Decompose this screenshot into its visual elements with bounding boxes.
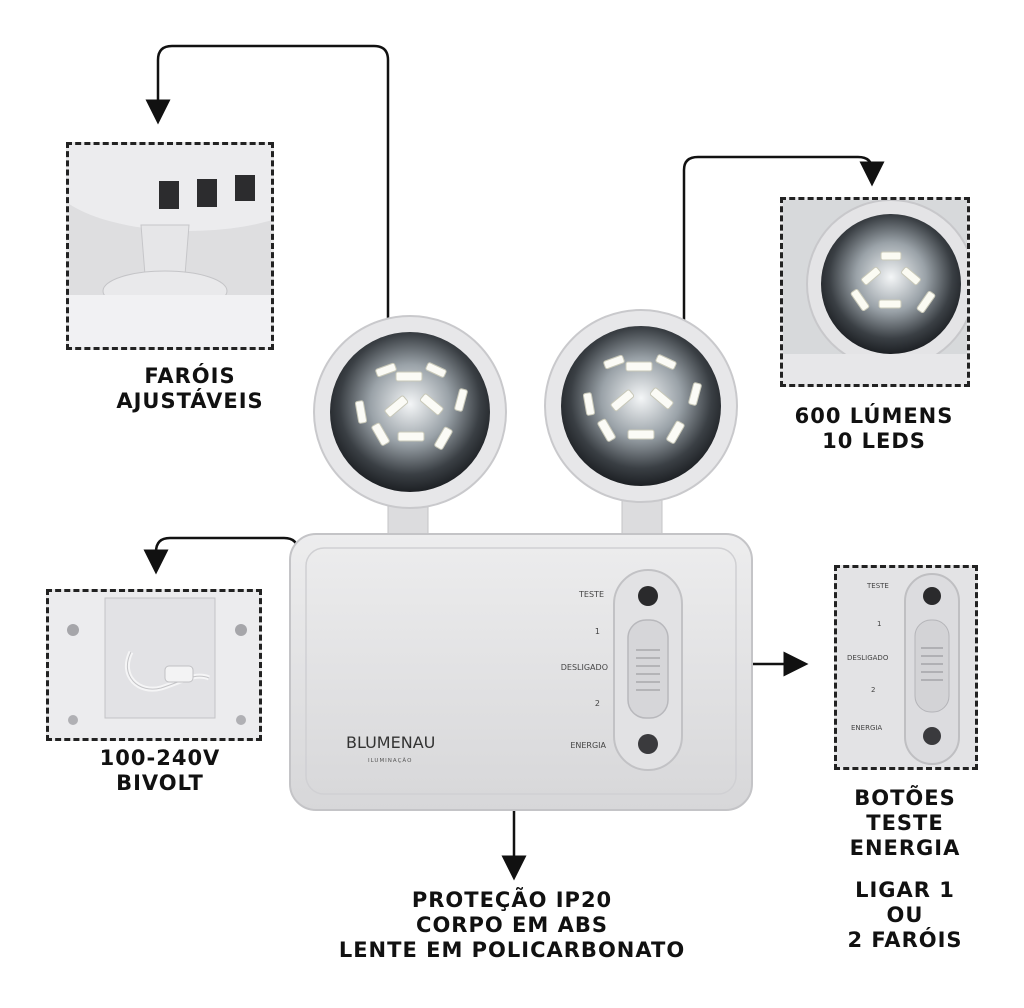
arrow-adjustable <box>145 44 390 320</box>
label-two: 2 <box>595 699 600 708</box>
right-lamp-head <box>544 309 738 503</box>
callout-buttons-line2: TESTE <box>866 810 944 835</box>
callout-adjustable-line2: AJUSTÁVEIS <box>116 388 264 413</box>
inset-label-teste: TESTE <box>866 582 889 590</box>
inset-label-desligado: DESLIGADO <box>847 654 889 662</box>
left-lamp-head <box>313 315 507 509</box>
label-desligado: DESLIGADO <box>561 663 608 672</box>
inset-leds <box>780 197 970 387</box>
inset-label-one: 1 <box>877 620 881 628</box>
inset-label-energia: ENERGIA <box>851 724 882 732</box>
callout-protection-line2: CORPO EM ABS <box>416 912 608 937</box>
callout-lumens-line1: 600 LÚMENS <box>794 404 954 428</box>
test-button <box>638 586 658 606</box>
callout-lamps-line2: OU <box>886 902 924 927</box>
inset-label-two: 2 <box>871 686 875 694</box>
callout-lamps-line3: 2 FARÓIS <box>847 927 963 952</box>
callout-voltage-line1: 100-240V <box>99 746 221 770</box>
label-energia: ENERGIA <box>570 741 606 750</box>
controls-closeup: TESTE 1 DESLIGADO 2 ENERGIA <box>837 568 975 767</box>
callout-buttons-line1: BOTÕES <box>854 786 956 810</box>
inset-power-connection <box>46 589 262 741</box>
callout-adjustable-lamps: FARÓIS AJUSTÁVEIS <box>80 364 300 414</box>
callout-protection-line3: LENTE EM POLICARBONATO <box>338 937 686 962</box>
callout-buttons: BOTÕES TESTE ENERGIA <box>810 786 1000 860</box>
callout-buttons-line3: ENERGIA <box>849 835 961 860</box>
callout-lamps-line1: LIGAR 1 <box>855 878 955 902</box>
callout-lumens-line2: 10 LEDS <box>822 428 926 453</box>
energy-indicator <box>638 734 658 754</box>
inset-control-buttons: TESTE 1 DESLIGADO 2 ENERGIA <box>834 565 978 770</box>
mount-closeup <box>69 145 271 347</box>
callout-protection-line1: PROTEÇÃO IP20 <box>411 888 613 912</box>
lamp-selector-switch <box>627 619 669 719</box>
callout-adjustable-line1: FARÓIS <box>144 364 236 388</box>
inset-adjustable-mount <box>66 142 274 350</box>
brand-sub: ILUMINAÇÃO <box>368 757 412 764</box>
callout-lumens: 600 LÚMENS 10 LEDS <box>764 404 984 454</box>
callout-lamps: LIGAR 1 OU 2 FARÓIS <box>810 878 1000 952</box>
label-one: 1 <box>595 627 600 636</box>
arrow-lumens <box>682 155 885 430</box>
control-panel <box>613 569 683 771</box>
callout-voltage: 100-240V BIVOLT <box>60 746 260 796</box>
led-closeup <box>783 200 967 384</box>
callout-voltage-line2: BIVOLT <box>116 770 204 795</box>
callout-protection: PROTEÇÃO IP20 CORPO EM ABS LENTE EM POLI… <box>262 888 762 962</box>
label-teste: TESTE <box>578 590 604 599</box>
power-closeup <box>49 592 259 738</box>
brand-logo: BLUMENAU <box>346 733 435 752</box>
